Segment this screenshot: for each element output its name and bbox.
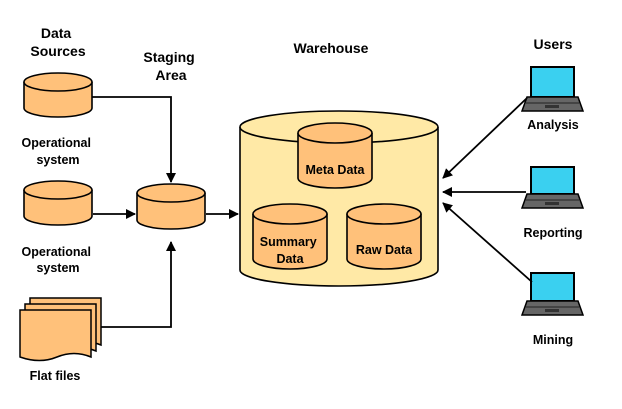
header-warehouse: Warehouse [294, 40, 369, 56]
documents-icon [19, 297, 102, 362]
laptop-icon [520, 272, 585, 316]
user-analysis: Analysis [520, 66, 585, 132]
summary-data-label: Summary Data [260, 235, 320, 266]
source-operational-system-1: Operational system [22, 72, 95, 167]
warehouse-database: Meta Data Summary Data Raw Data [239, 110, 439, 287]
database-icon [23, 72, 93, 118]
meta-data-label: Meta Data [305, 163, 365, 177]
user-label: Analysis [527, 118, 578, 132]
source-flat-files: Flat files [19, 297, 102, 383]
source-label: Flat files [30, 369, 81, 383]
arrow-flatfiles-to-staging [101, 241, 176, 328]
user-label: Mining [533, 333, 573, 347]
arrow-mining-to-warehouse [442, 202, 533, 283]
raw-data-database: Raw Data [346, 203, 422, 270]
header-data-sources: Data Sources [30, 25, 85, 59]
user-label: Reporting [523, 226, 582, 240]
raw-data-label: Raw Data [356, 243, 413, 257]
arrow-source1-to-staging [92, 96, 176, 183]
arrow-analysis-to-warehouse [442, 97, 528, 179]
user-mining: Mining [520, 272, 585, 347]
meta-data-database: Meta Data [297, 122, 373, 189]
staging-area-database [136, 183, 206, 230]
source-label: Operational system [22, 245, 95, 275]
laptop-icon [520, 166, 585, 209]
source-label: Operational system [22, 136, 95, 167]
header-staging-area: Staging Area [143, 49, 198, 83]
source-operational-system-2: Operational system [22, 180, 95, 275]
laptop-icon [520, 66, 585, 112]
user-reporting: Reporting [520, 166, 585, 240]
header-users: Users [534, 36, 573, 52]
summary-data-database: Summary Data [252, 203, 328, 270]
database-icon [23, 180, 93, 226]
